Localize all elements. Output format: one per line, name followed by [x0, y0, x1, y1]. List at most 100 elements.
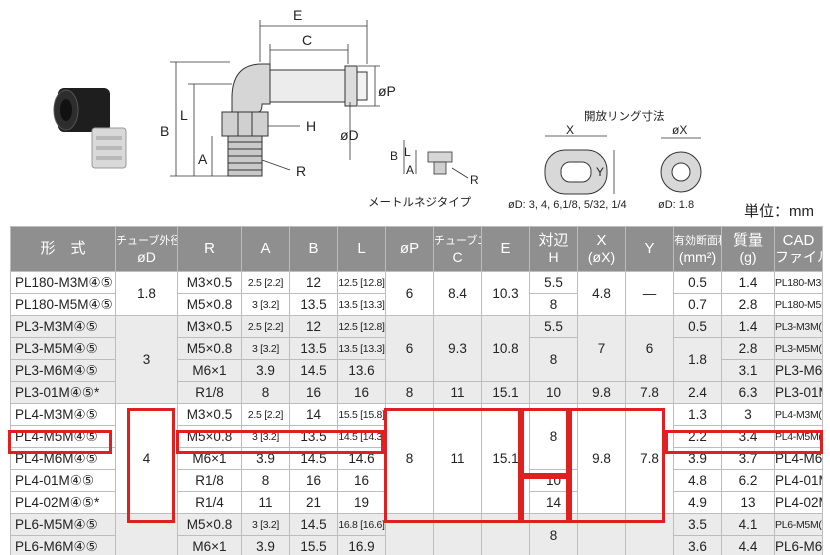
elbow-fitting-drawing	[221, 63, 368, 177]
cell-a: 2.5 [2.2]	[241, 315, 290, 338]
cell-c: 11	[433, 403, 482, 514]
ring-sizes-caption: øD: 3, 4, 6,1/8, 5/32, 1/4	[508, 199, 627, 211]
header-mass: 質量(g)	[721, 226, 775, 272]
cell-cad: PL180-M3M(※5)	[774, 271, 823, 294]
cell-r: M6×1	[177, 535, 242, 555]
release-ring-drawing-1	[544, 135, 615, 195]
cell-cad: PL6-M5M(※5)	[774, 513, 823, 536]
metric-type-caption: メートルネジタイプ	[368, 196, 472, 209]
release-ring-drawing-2	[660, 137, 702, 193]
cell-e: 15.1	[481, 381, 530, 404]
cell-mass: 1.4	[721, 315, 775, 338]
cell-r: M5×0.8	[177, 425, 242, 448]
cell-cad: PL180-M5M(※5)	[774, 293, 823, 316]
cell-area: 3.9	[673, 447, 722, 470]
dim-label-h: H	[306, 118, 316, 134]
cell-h: 14	[529, 491, 578, 514]
table-row: PL6-M5M④⑤ M5×0.8 3 [3.2] 14.5 16.8 [16.6…	[10, 513, 823, 555]
header-l: L	[337, 226, 386, 272]
cell-h: 8	[529, 293, 578, 316]
cell-mass: 3.4	[721, 425, 775, 448]
cell-cad: PL4-M3M(※5)	[774, 403, 823, 426]
cell-b: 16	[289, 469, 338, 492]
table-row: PL4-M3M④⑤ 4 M3×0.5 2.5 [2.2] 14 15.5 [15…	[10, 403, 823, 514]
cell-r: R1/8	[177, 469, 242, 492]
cell-cad: PL4-01M	[774, 469, 823, 492]
ring-label-y: Y	[596, 165, 604, 179]
cell-c: 11	[433, 381, 482, 404]
cell-e: 10.3	[481, 271, 530, 316]
dim-label-op: øP	[378, 83, 396, 99]
cell-mass: 4.1	[721, 513, 775, 536]
cell-e: 10.8	[481, 315, 530, 382]
cell-r: M3×0.5	[177, 403, 242, 426]
cell-area: 0.5	[673, 271, 722, 294]
header-op: øP	[385, 226, 434, 272]
cell-od: 4	[115, 403, 178, 514]
cell-r: R1/8	[177, 381, 242, 404]
cell-mass: 6.2	[721, 469, 775, 492]
cell-model: PL6-M6M④⑤	[10, 535, 116, 555]
cell-l: 13.5 [13.3]	[337, 337, 386, 360]
cell-op: 8	[385, 381, 434, 404]
cell-l: 15.5 [15.8]	[337, 403, 386, 426]
dim-label-l: L	[180, 107, 188, 123]
cell-area: 4.9	[673, 491, 722, 514]
cell-b: 16	[289, 381, 338, 404]
cell-area: 1.8	[673, 337, 722, 382]
cell-x: 4.8	[577, 271, 626, 316]
cell-x: 9.8	[577, 403, 626, 514]
cell-h: 8	[529, 337, 578, 382]
product-photo	[53, 88, 127, 169]
cell-y	[625, 513, 674, 555]
cell-e	[481, 513, 530, 555]
cell-cad: PL6-M6M	[774, 535, 823, 555]
cell-area: 0.7	[673, 293, 722, 316]
table-row: PL4-01M④⑤ R1/8 8 16 16 10 4.8 6.2 PL4-01…	[10, 469, 823, 492]
dim-label-e: E	[293, 7, 302, 23]
cell-mass: 4.4	[721, 535, 775, 555]
cell-area: 2.4	[673, 381, 722, 404]
metric-dim-b: B	[390, 149, 398, 163]
cell-op: 8	[385, 403, 434, 514]
cell-h: 8	[529, 403, 578, 470]
cell-l: 13.5 [13.3]	[337, 293, 386, 316]
dimension-lines	[170, 20, 380, 177]
cell-e: 15.1	[481, 403, 530, 514]
cell-r: M5×0.8	[177, 513, 242, 536]
dim-label-od: øD	[340, 127, 359, 143]
dim-label-r: R	[296, 163, 306, 179]
cell-r: M5×0.8	[177, 337, 242, 360]
header-area: 有効断面積(mm²)	[673, 226, 722, 272]
cell-model: PL6-M5M④⑤	[10, 513, 116, 536]
header-c: チューブエンドC	[433, 226, 482, 272]
cell-model: PL180-M5M④⑤	[10, 293, 116, 316]
cell-h: 10	[529, 381, 578, 404]
cell-area: 3.5	[673, 513, 722, 536]
cell-b: 14.5	[289, 513, 338, 536]
cell-b: 14.5	[289, 359, 338, 382]
dim-label-a: A	[198, 151, 208, 167]
cell-model: PL4-M5M④⑤	[10, 425, 116, 448]
cell-l: 12.5 [12.8]	[337, 315, 386, 338]
dim-label-c: C	[302, 32, 312, 48]
cell-model: PL3-01M④⑤*	[10, 381, 116, 404]
header-r: R	[177, 226, 242, 272]
cell-mass: 2.8	[721, 337, 775, 360]
cell-area: 1.3	[673, 403, 722, 426]
cell-r: M3×0.5	[177, 271, 242, 294]
ring-label-x: X	[566, 123, 574, 137]
cell-a: 3 [3.2]	[241, 293, 290, 316]
cell-b: 14.5	[289, 447, 338, 470]
cell-r: M6×1	[177, 447, 242, 470]
cell-a: 2.5 [2.2]	[241, 271, 290, 294]
cell-a: 11	[241, 491, 290, 514]
cell-model: PL4-M3M④⑤	[10, 403, 116, 426]
cell-r: M5×0.8	[177, 293, 242, 316]
dim-label-b: B	[160, 123, 169, 139]
cell-r: M6×1	[177, 359, 242, 382]
